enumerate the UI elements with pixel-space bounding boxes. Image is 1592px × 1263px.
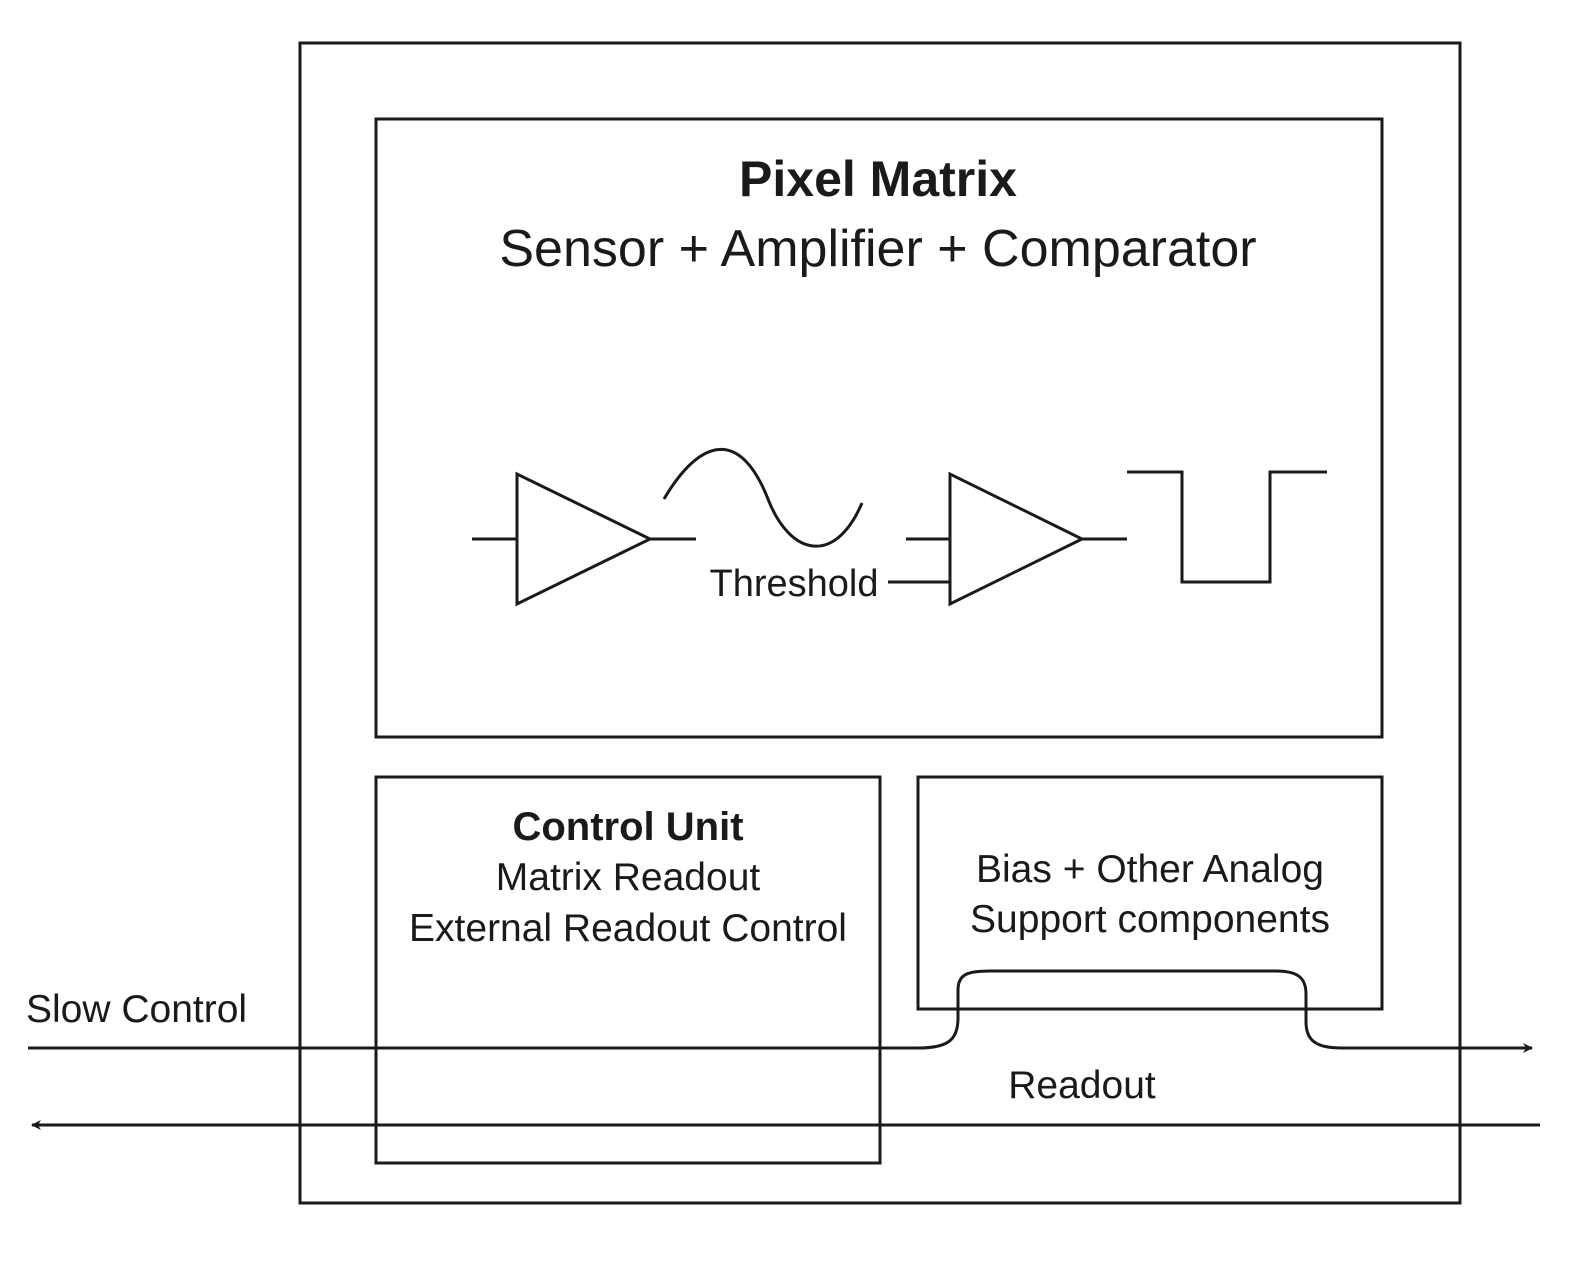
pixel-matrix-block: Pixel Matrix Sensor + Amplifier + Compar… [374,117,1384,739]
control-unit-box [374,775,882,1165]
bias-line1: Bias + Other Analog [976,848,1324,891]
bias-block: Bias + Other Analog Support components [916,775,1384,1011]
pixel-matrix-subtitle: Sensor + Amplifier + Comparator [499,220,1256,278]
comparator-symbol [888,471,1127,607]
digital-pulse-waveform [1127,470,1327,584]
threshold-label: Threshold [710,563,879,605]
bias-box [916,775,1384,1011]
analog-signal-waveform [662,448,864,548]
control-unit-block: Control Unit Matrix Readout External Rea… [374,775,882,1165]
pixel-matrix-title: Pixel Matrix [739,151,1017,207]
pixel-matrix-box [374,117,1384,739]
bias-line2: Support components [970,898,1330,941]
slow-control-arrow [28,969,1533,1053]
control-unit-title: Control Unit [512,805,743,849]
chip-outline [298,41,1462,1205]
amplifier-symbol [472,471,696,607]
slow-control-label: Slow Control [26,988,247,1031]
readout-label: Readout [1008,1064,1156,1107]
control-unit-line2: External Readout Control [409,907,847,950]
control-unit-line1: Matrix Readout [496,856,761,899]
